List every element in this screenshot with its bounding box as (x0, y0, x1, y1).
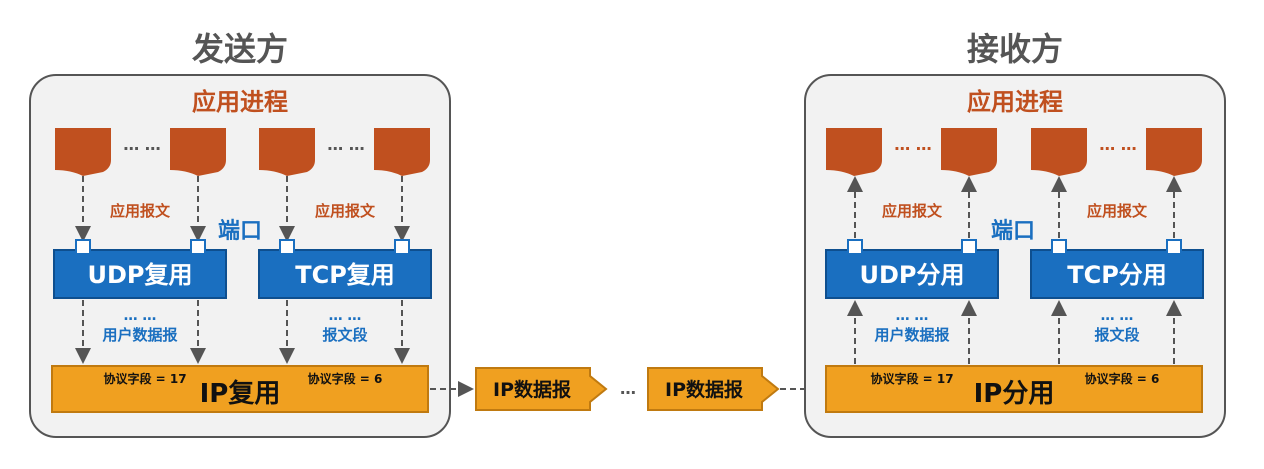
protocol-field-tcp: 协议字段 = 6 (1085, 371, 1160, 386)
port-square (190, 239, 206, 255)
unit-label: 报文段 (1094, 326, 1139, 344)
protocol-field-udp: 协议字段 = 17 (103, 371, 186, 386)
message-doc (55, 128, 111, 176)
message-label: 应用报文 (110, 202, 171, 220)
ip-mux-box (51, 365, 429, 413)
ip-mux-label: IP复用 (200, 379, 281, 409)
message-label: 应用报文 (882, 202, 943, 220)
sender-process-label: 应用进程 (192, 88, 288, 116)
port-square (1166, 239, 1182, 255)
network-group: IP数据报 … IP数据报 (430, 367, 824, 411)
port-square (847, 239, 863, 255)
ip-demux-label: IP分用 (974, 379, 1055, 409)
udp-mux-box (53, 249, 227, 299)
tcp-demux-label: TCP分用 (1067, 261, 1167, 289)
port-label: 端口 (218, 219, 262, 244)
message-doc (374, 128, 430, 176)
port-square (75, 239, 91, 255)
receiver-group: 接收方 应用进程 … … … … 应用报文 应用报文 端口 UDP分用 TCP分… (804, 30, 1226, 438)
unit-dots: … … (896, 308, 929, 324)
message-dots: … … (894, 135, 932, 154)
ip-demux-box (825, 365, 1203, 413)
udp-mux-label: UDP复用 (88, 261, 193, 289)
protocol-field-tcp: 协议字段 = 6 (308, 371, 383, 386)
message-dots: … … (1099, 135, 1137, 154)
protocol-field-udp: 协议字段 = 17 (870, 371, 953, 386)
message-dots: … … (327, 135, 365, 154)
receiver-process-label: 应用进程 (967, 88, 1063, 116)
port-square (961, 239, 977, 255)
unit-label: 用户数据报 (874, 326, 949, 344)
message-label: 应用报文 (315, 202, 376, 220)
udp-demux-box (825, 249, 999, 299)
unit-dots: … … (1101, 308, 1134, 324)
datagram-shape (475, 367, 608, 411)
datagram-shape (647, 367, 780, 411)
tcp-mux-label: TCP复用 (295, 261, 395, 289)
unit-label: 报文段 (322, 326, 367, 344)
port-label: 端口 (991, 219, 1035, 244)
sender-panel (29, 74, 451, 438)
port-square (279, 239, 295, 255)
message-dots: … … (123, 135, 161, 154)
sender-title: 发送方 (192, 30, 288, 68)
between-dots: … (620, 379, 636, 398)
port-square (1051, 239, 1067, 255)
message-doc (170, 128, 226, 176)
datagram-label: IP数据报 (665, 378, 743, 401)
message-doc (826, 128, 882, 176)
unit-label: 用户数据报 (102, 326, 177, 344)
message-doc (1146, 128, 1202, 176)
tcp-mux-box (258, 249, 432, 299)
receiver-panel (804, 74, 1226, 438)
receiver-title: 接收方 (967, 30, 1063, 68)
tcp-demux-box (1030, 249, 1204, 299)
sender-group: 发送方 应用进程 … … … … 应用报文 应用报文 端口 UDP复用 TCP复… (29, 30, 451, 438)
unit-dots: … … (329, 308, 362, 324)
message-doc (941, 128, 997, 176)
message-label: 应用报文 (1087, 202, 1148, 220)
udp-demux-label: UDP分用 (860, 261, 965, 289)
unit-dots: … … (124, 308, 157, 324)
message-doc (1031, 128, 1087, 176)
datagram-label: IP数据报 (493, 378, 571, 401)
message-doc (259, 128, 315, 176)
port-square (394, 239, 410, 255)
